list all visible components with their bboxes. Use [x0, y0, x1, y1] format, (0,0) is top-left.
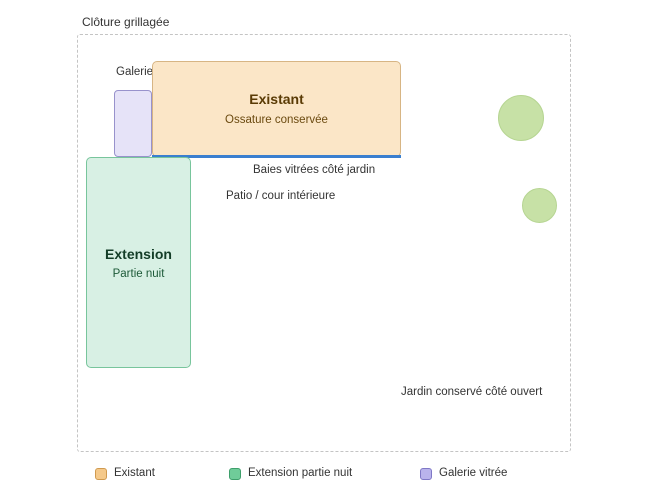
- legend-swatch-gallery: [420, 468, 432, 480]
- fence-label: Clôture grillagée: [82, 15, 170, 29]
- glazing-line: [152, 155, 401, 158]
- legend-swatch-extension: [229, 468, 241, 480]
- legend-label-extension: Extension partie nuit: [248, 467, 353, 479]
- existing-subtitle: Ossature conservée: [225, 114, 328, 126]
- extension-block: [86, 157, 191, 368]
- extension-subtitle: Partie nuit: [112, 268, 165, 280]
- glazing-label: Baies vitrées côté jardin: [253, 164, 376, 176]
- extension-title: Extension: [105, 246, 172, 262]
- gallery-block: [114, 90, 152, 157]
- legend-label-gallery: Galerie vitrée: [439, 467, 508, 479]
- fence-outline: [77, 34, 571, 452]
- tree-icon: [498, 95, 544, 141]
- legend-label-existing: Existant: [114, 467, 155, 479]
- patio-label: Patio / cour intérieure: [226, 190, 336, 202]
- gallery-label: Galerie: [116, 66, 154, 78]
- existing-title: Existant: [249, 91, 304, 107]
- existing-building-block: [152, 61, 401, 157]
- garden-label: Jardin conservé côté ouvert: [401, 386, 543, 398]
- legend-swatch-existing: [95, 468, 107, 480]
- tree-icon: [522, 188, 557, 223]
